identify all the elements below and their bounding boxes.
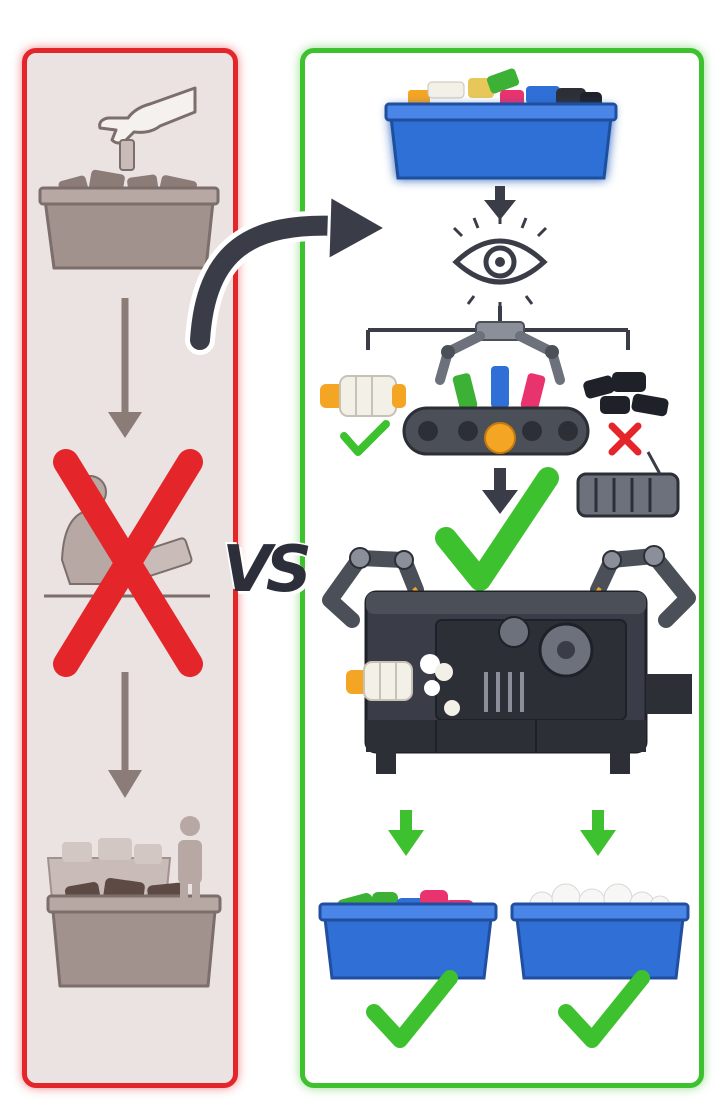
check-icon [366,970,458,1048]
check-icon [340,420,390,456]
cross-icon [608,422,642,456]
sorted-items-icon [452,366,546,411]
vs-label: VS [222,533,312,607]
stacked-bins-icon [46,838,222,988]
output-bin-icon [318,890,498,980]
conveyor-icon [402,406,590,456]
rejected-item-icon [583,372,669,417]
eye-sensor-icon [452,212,548,312]
person-icon [178,816,202,906]
hand-pick-icon [98,86,197,171]
grey-bin-icon [38,169,220,270]
down-arrow-icon [108,672,142,798]
transition-arrow-icon [185,194,388,355]
output-bin-icon [510,883,690,980]
down-arrow-icon [388,810,424,856]
reject-conveyor-icon [576,451,680,518]
check-icon [435,467,559,591]
check-icon [558,970,650,1048]
cross-icon [53,449,203,677]
down-arrow-icon [484,186,516,220]
shredder-machine-icon [346,590,692,774]
input-bin-icon [384,68,618,180]
down-arrow-icon [108,298,142,438]
accepted-item-icon [320,375,406,417]
down-arrow-icon [482,468,518,514]
down-arrow-icon [580,810,616,856]
robot-gripper-icon [435,321,565,385]
